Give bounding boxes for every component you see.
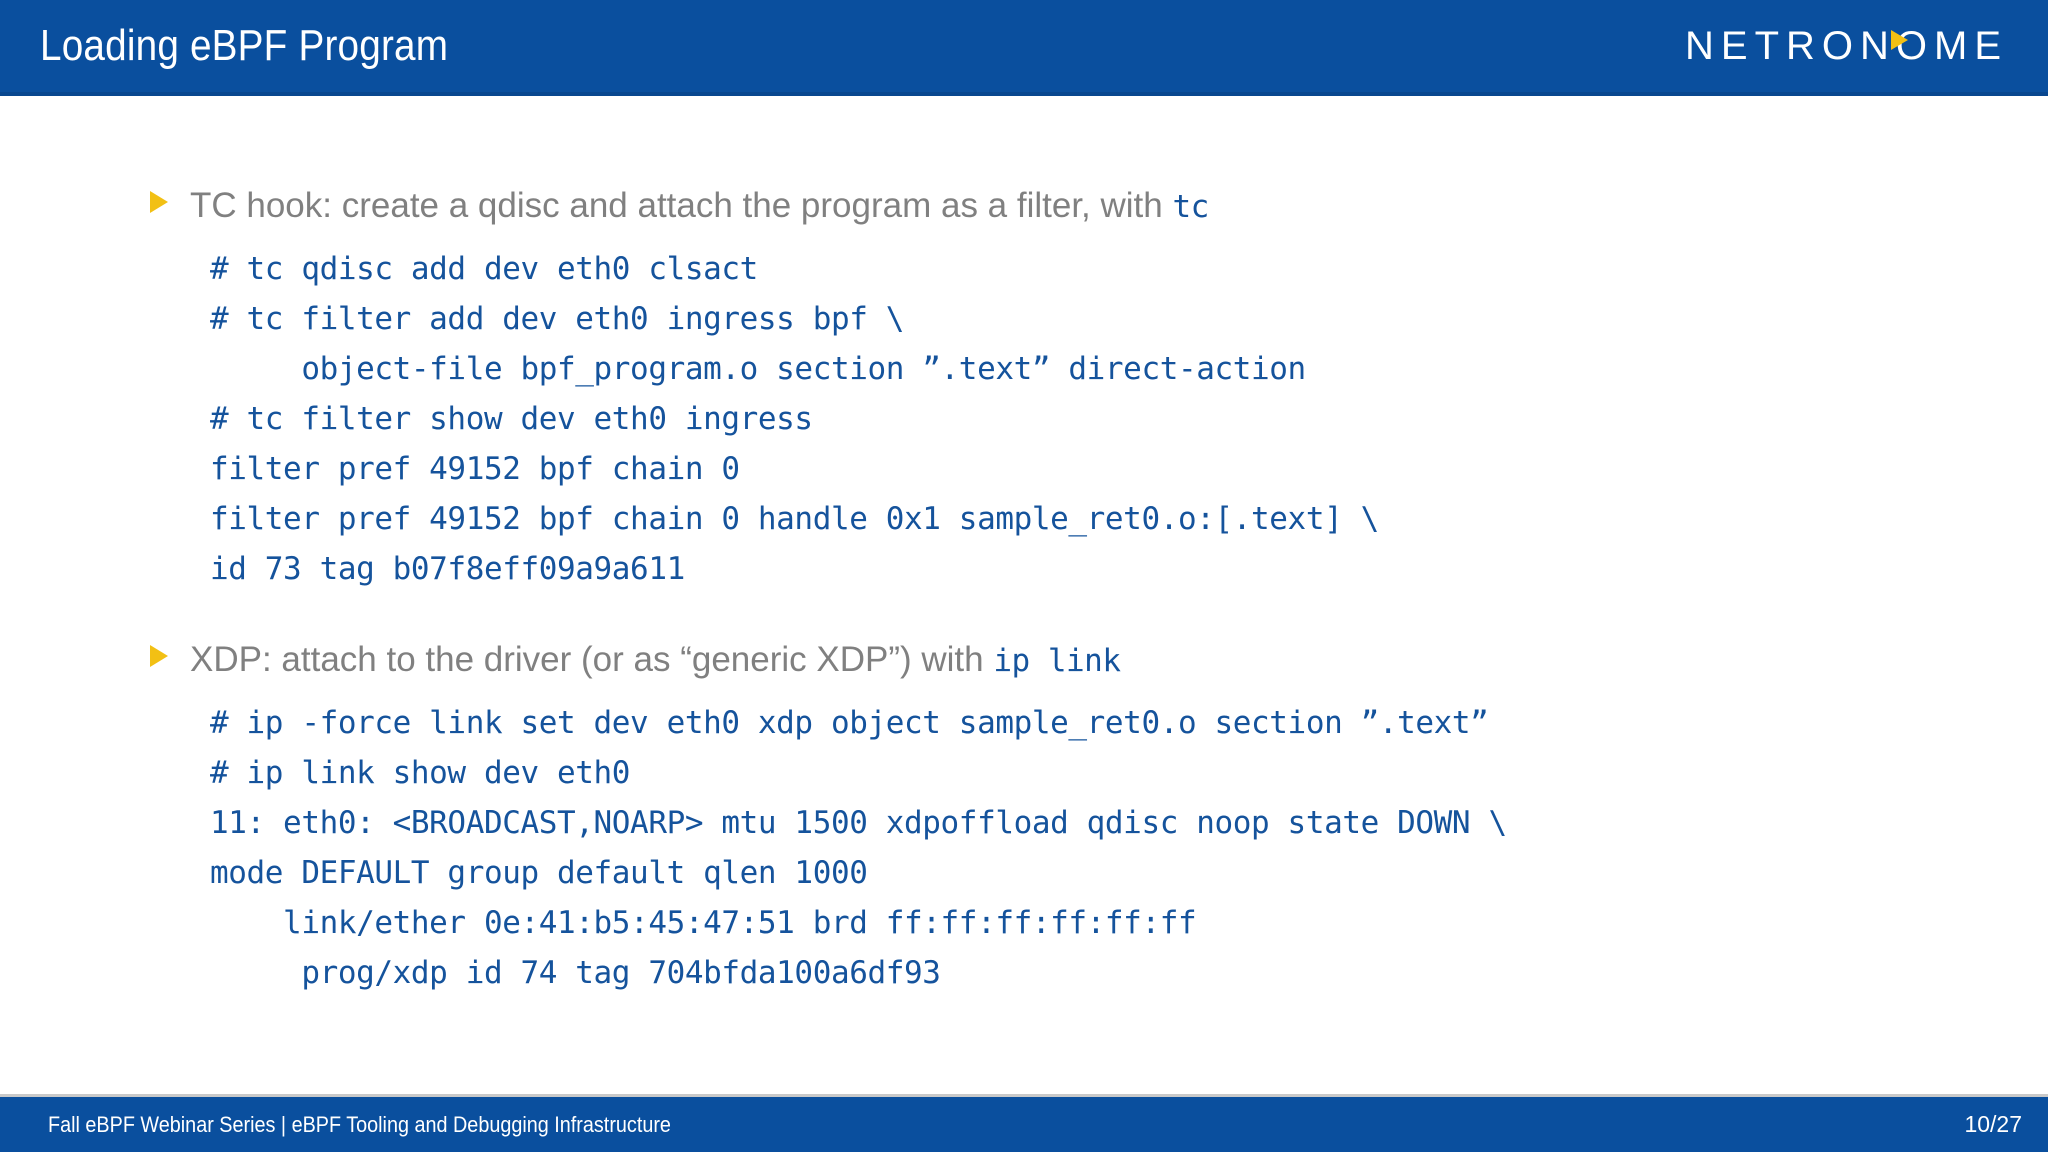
bullet-rest-tc: create a qdisc and attach the program as… [341,186,1173,225]
bullet-rest-xdp: attach to the driver (or as “generic XDP… [281,639,994,679]
section-tc-hook: TC hook: create a qdisc and attach the p… [150,184,1988,594]
bullet-item-tc-hook: TC hook: create a qdisc and attach the p… [150,184,1988,228]
bullet-triangle-icon [150,644,168,667]
bullet-lead-tc: TC hook: [190,186,342,225]
code-block-xdp: # ip -force link set dev eth0 xdp object… [210,704,1507,991]
section-xdp: XDP: attach to the driver (or as “generi… [150,638,1988,998]
inline-code-tc: tc [1172,189,1209,225]
play-triangle-icon [1891,29,1908,50]
page-number: 10/27 [1964,1111,2022,1137]
bullet-lead-xdp: XDP: [190,639,282,679]
footer-caption: Fall eBPF Webinar Series | eBPF Tooling … [48,1111,671,1137]
slide-header: Loading eBPF Program NETRONOME [0,0,2048,96]
netronome-logo: NETRONOME [1685,24,2008,69]
code-block-tc: # tc qdisc add dev eth0 clsact # tc filt… [210,250,1379,587]
page-title: Loading eBPF Program [40,21,449,70]
bullet-text-tc-hook: TC hook: create a qdisc and attach the p… [190,184,1209,228]
bullet-text-xdp: XDP: attach to the driver (or as “generi… [190,638,1121,682]
bullet-triangle-icon [150,191,168,213]
inline-code-ip-link: ip link [993,642,1121,679]
slide-footer: Fall eBPF Webinar Series | eBPF Tooling … [0,1094,2048,1152]
bullet-item-xdp: XDP: attach to the driver (or as “generi… [150,638,1988,682]
logo-wordmark: NETRONOME [1685,23,2008,68]
slide-content: TC hook: create a qdisc and attach the p… [0,96,2048,1088]
